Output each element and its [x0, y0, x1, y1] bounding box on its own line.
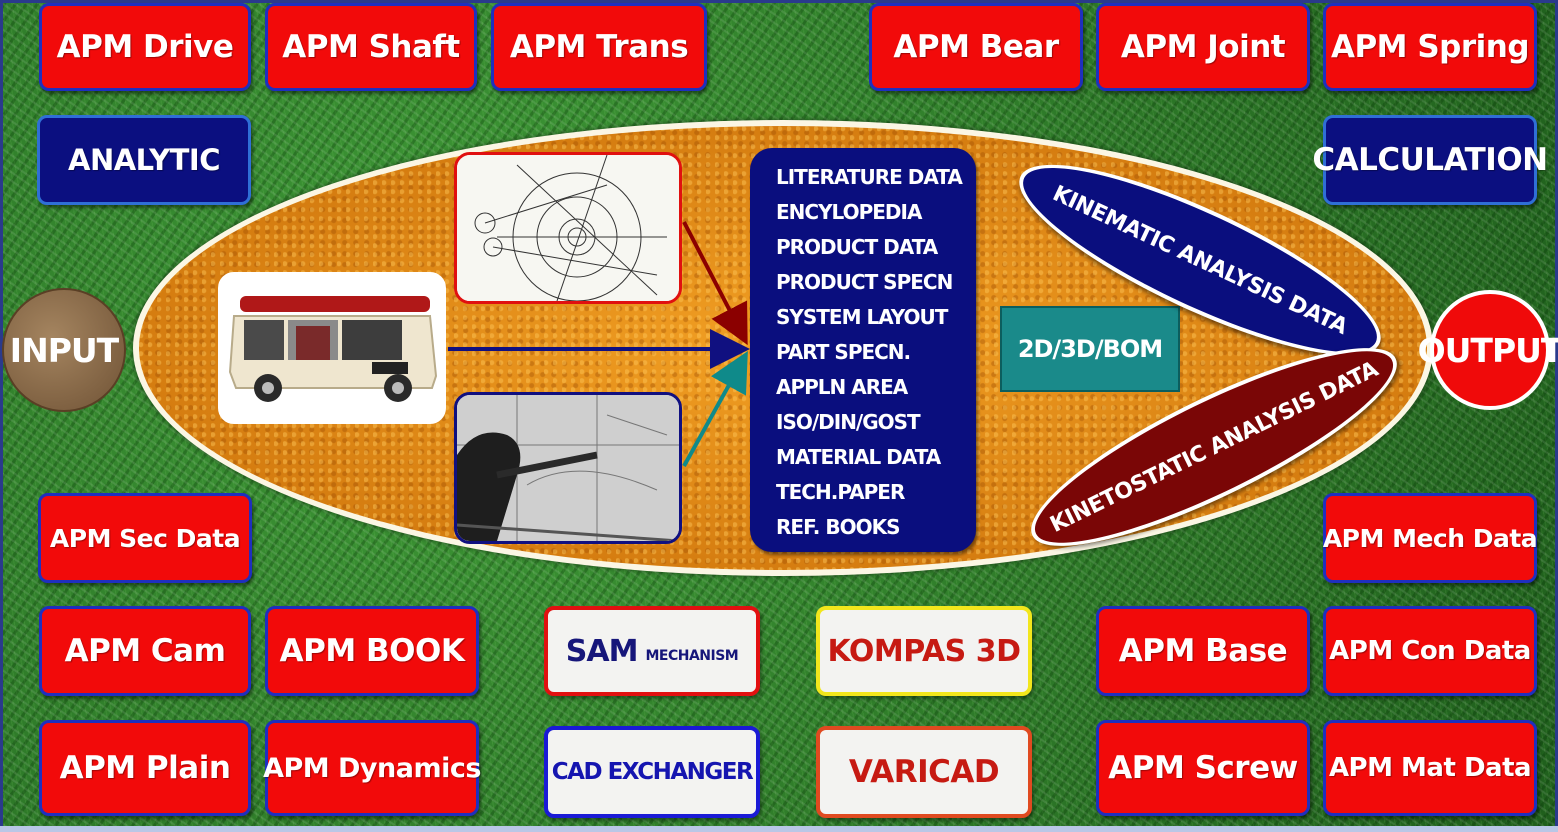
apm-shaft-button[interactable]: APM Shaft [265, 3, 477, 91]
apm-mat-data-button[interactable]: APM Mat Data [1323, 720, 1537, 816]
analytic-button[interactable]: ANALYTIC [37, 115, 251, 205]
literature-item: SYSTEM LAYOUT [776, 305, 948, 329]
format-box[interactable]: 2D/3D/BOM [1000, 306, 1180, 392]
apm-bear-button[interactable]: APM Bear [869, 3, 1083, 91]
apm-joint-button[interactable]: APM Joint [1096, 3, 1310, 91]
sketch-image [457, 155, 679, 301]
varicad-button[interactable]: VARICAD [816, 726, 1032, 818]
literature-item: ENCYLOPEDIA [776, 200, 922, 224]
apm-base-button[interactable]: APM Base [1096, 606, 1310, 696]
car-photo [218, 272, 446, 424]
apm-sec-data-button[interactable]: APM Sec Data [38, 493, 252, 583]
apm-dynamics-button[interactable]: APM Dynamics [263, 720, 481, 816]
car-image [222, 276, 442, 420]
literature-item: ISO/DIN/GOST [776, 410, 921, 434]
apm-con-data-button[interactable]: APM Con Data [1323, 606, 1537, 696]
literature-item: TECH.PAPER [776, 480, 905, 504]
literature-panel: LITERATURE DATA ENCYLOPEDIA PRODUCT DATA… [750, 148, 976, 552]
literature-item: PART SPECN. [776, 340, 911, 364]
apm-trans-button[interactable]: APM Trans [491, 3, 707, 91]
literature-item: LITERATURE DATA [776, 165, 963, 189]
apm-mech-data-button[interactable]: APM Mech Data [1323, 493, 1538, 583]
mechanism-label: MECHANISM [645, 648, 739, 664]
bottom-strip [0, 826, 1558, 832]
apm-cam-button[interactable]: APM Cam [39, 606, 251, 696]
apm-spring-button[interactable]: APM Spring [1323, 3, 1537, 91]
literature-item: PRODUCT SPECN [776, 270, 953, 294]
literature-item: APPLN AREA [776, 375, 908, 399]
apm-drive-button[interactable]: APM Drive [39, 3, 251, 91]
drafting-image [457, 395, 679, 541]
arrow-from-sketch [682, 221, 748, 346]
literature-item: REF. BOOKS [776, 515, 901, 539]
cad-exchanger-button[interactable]: CAD EXCHANGER [544, 726, 760, 818]
literature-item: MATERIAL DATA [776, 445, 941, 469]
drafting-photo [454, 392, 682, 544]
apm-plain-button[interactable]: APM Plain [39, 720, 251, 816]
literature-list: LITERATURE DATA ENCYLOPEDIA PRODUCT DATA… [776, 160, 976, 545]
literature-item: PRODUCT DATA [776, 235, 938, 259]
input-circle[interactable]: INPUT [2, 288, 126, 412]
apm-screw-button[interactable]: APM Screw [1096, 720, 1310, 816]
arrow-from-drafting [682, 351, 748, 467]
kompas-3d-button[interactable]: KOMPAS 3D [816, 606, 1032, 696]
sam-label: SAM [565, 633, 639, 669]
kinematic-sketch-photo [454, 152, 682, 304]
sam-mechanism-button[interactable]: SAM MECHANISM [544, 606, 760, 696]
apm-book-button[interactable]: APM BOOK [265, 606, 479, 696]
calculation-button[interactable]: CALCULATION [1312, 115, 1548, 205]
output-circle[interactable]: OUTPUT [1418, 290, 1558, 410]
